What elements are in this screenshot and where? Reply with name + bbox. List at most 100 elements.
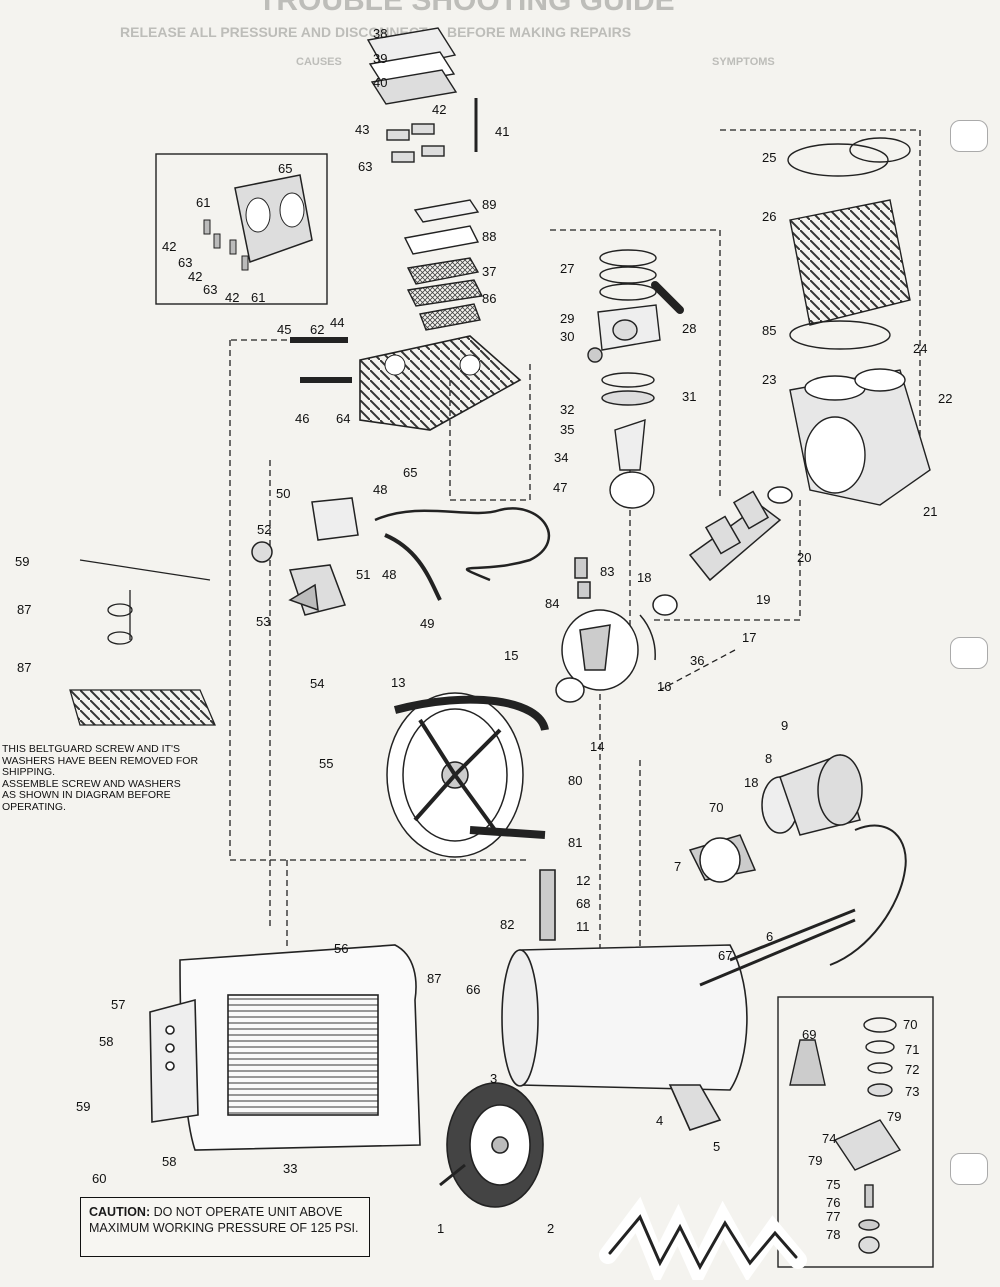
callout-48: 48	[382, 567, 397, 582]
callout-88: 88	[482, 229, 497, 244]
callout-18: 18	[744, 775, 759, 790]
callout-45: 45	[277, 322, 292, 337]
callout-4: 4	[656, 1113, 664, 1128]
callout-49: 49	[420, 616, 435, 631]
callout-57: 57	[111, 997, 126, 1012]
cylinder-assembly	[787, 137, 931, 506]
callout-40: 40	[373, 75, 388, 90]
shipping-note: THIS BELTGUARD SCREW AND IT'S WASHERS HA…	[2, 743, 199, 813]
valve-plate-stack	[366, 27, 484, 331]
callout-73: 73	[905, 1084, 920, 1099]
callout-81: 81	[568, 835, 583, 850]
note-line: WASHERS HAVE BEEN REMOVED FOR	[2, 754, 199, 767]
callout-9: 9	[781, 718, 789, 733]
handwritten-scribble	[599, 1196, 807, 1280]
callout-64: 64	[336, 411, 351, 426]
callout-33: 33	[283, 1161, 298, 1176]
callout-79: 79	[808, 1153, 823, 1168]
crankcase-cover	[555, 557, 656, 703]
callout-39: 39	[373, 51, 388, 66]
cylinder-head	[290, 335, 522, 431]
callout-12: 12	[576, 873, 591, 888]
note-line: AS SHOWN IN DIAGRAM BEFORE	[2, 789, 171, 801]
callout-55: 55	[319, 756, 334, 771]
beltguard	[149, 944, 421, 1151]
callout-67: 67	[718, 948, 733, 963]
callout-37: 37	[482, 264, 497, 279]
callout-48: 48	[373, 482, 388, 497]
callout-7: 7	[674, 859, 682, 874]
callout-26: 26	[762, 209, 777, 224]
causes-header: CAUSES	[296, 56, 342, 68]
callout-60: 60	[92, 1171, 107, 1186]
pressure-switch	[251, 497, 551, 616]
callout-28: 28	[682, 321, 697, 336]
callout-59: 59	[76, 1099, 91, 1114]
binder-hole-top	[950, 120, 988, 152]
callout-86: 86	[482, 291, 497, 306]
callout-16: 16	[657, 679, 672, 694]
callout-56: 56	[334, 941, 349, 956]
callout-3: 3	[490, 1071, 498, 1086]
callout-83: 83	[600, 564, 615, 579]
callout-22: 22	[938, 391, 953, 406]
callout-79: 79	[887, 1109, 902, 1124]
callout-17: 17	[742, 630, 757, 645]
callout-65: 65	[403, 465, 418, 480]
symptoms-header: SYMPTOMS	[712, 56, 775, 68]
callout-63: 63	[358, 159, 373, 174]
caution-text: DO NOT OPERATE UNIT ABOVE MAXIMUM WORKIN…	[89, 1205, 359, 1235]
callout-69: 69	[802, 1027, 817, 1042]
wheel	[439, 1082, 544, 1208]
callout-78: 78	[826, 1227, 841, 1242]
callout-82: 82	[500, 917, 515, 932]
inset-box-check-valve	[777, 996, 934, 1268]
callout-19: 19	[756, 592, 771, 607]
callout-87: 87	[17, 602, 32, 617]
callout-14: 14	[590, 739, 605, 754]
callout-50: 50	[276, 486, 291, 501]
binder-hole-bottom	[950, 1153, 988, 1185]
callout-5: 5	[713, 1139, 721, 1154]
callout-43: 43	[355, 122, 370, 137]
note-line: SHIPPING.	[2, 766, 56, 778]
callout-58: 58	[162, 1154, 177, 1169]
callout-70: 70	[709, 800, 724, 815]
callout-31: 31	[682, 389, 697, 404]
callout-44: 44	[330, 315, 345, 330]
callout-27: 27	[560, 261, 575, 276]
callout-42: 42	[432, 102, 447, 117]
callout-24: 24	[913, 341, 928, 356]
callout-85: 85	[762, 323, 777, 338]
callout-84: 84	[545, 596, 560, 611]
callout-74: 74	[822, 1131, 837, 1146]
warning-banner: RELEASE ALL PRESSURE AND DISCONNECT ... …	[120, 24, 632, 40]
callout-6: 6	[766, 929, 774, 944]
callout-21: 21	[923, 504, 938, 519]
callout-18: 18	[637, 570, 652, 585]
callout-58: 58	[99, 1034, 114, 1049]
callout-72: 72	[905, 1062, 920, 1077]
note-line: OPERATING.	[2, 800, 66, 813]
callout-62: 62	[310, 322, 325, 337]
motor	[688, 754, 907, 966]
crankshaft	[652, 486, 793, 616]
flywheel	[386, 692, 549, 858]
callout-42: 42	[225, 290, 240, 305]
callout-80: 80	[568, 773, 583, 788]
callout-25: 25	[762, 150, 777, 165]
callout-47: 47	[553, 480, 568, 495]
callout-65: 65	[278, 161, 293, 176]
binder-hole-middle	[950, 637, 988, 669]
callout-76: 76	[826, 1195, 841, 1210]
callout-75: 75	[826, 1177, 841, 1192]
callout-32: 32	[560, 402, 575, 417]
callout-15: 15	[504, 648, 519, 663]
callout-87: 87	[427, 971, 442, 986]
callout-68: 68	[576, 896, 591, 911]
piston-and-rod	[587, 249, 684, 509]
callout-34: 34	[554, 450, 569, 465]
callout-77: 77	[826, 1209, 841, 1224]
